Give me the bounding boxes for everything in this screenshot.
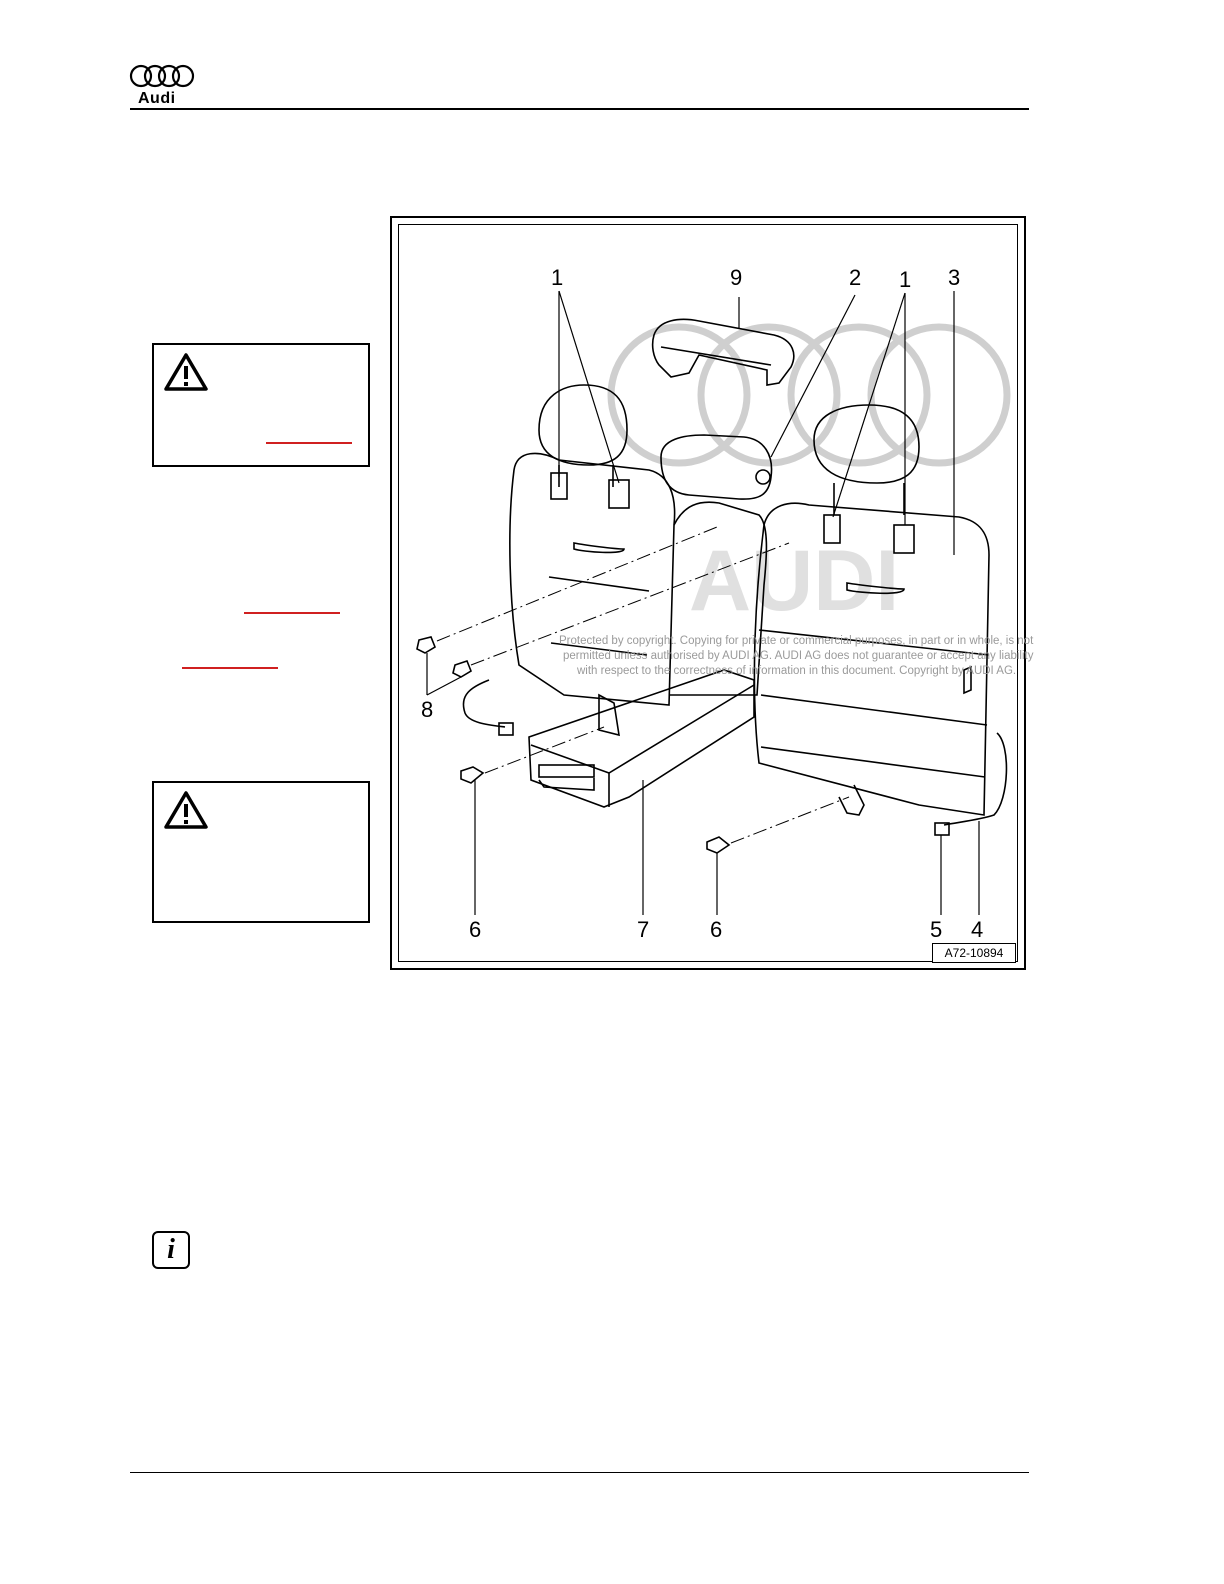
right-seat-back xyxy=(753,502,990,816)
bolt-left xyxy=(460,766,485,784)
figure-reference-code: A72-10894 xyxy=(932,943,1016,963)
copyright-watermark-line: with respect to the correctness of infor… xyxy=(577,665,1017,677)
callout-6: 6 xyxy=(469,917,481,942)
callout-1: 1 xyxy=(899,267,911,292)
warning-box xyxy=(152,781,370,923)
audi-rings-icon xyxy=(129,64,195,88)
warning-box xyxy=(152,343,370,467)
footer-divider xyxy=(130,1472,1029,1473)
center-armrest xyxy=(528,669,755,808)
callout-7: 7 xyxy=(637,917,649,942)
audi-logo: Audi xyxy=(128,62,198,108)
callout-4: 4 xyxy=(971,917,983,942)
center-backrest xyxy=(669,501,768,696)
warning-triangle-icon xyxy=(164,353,208,391)
info-icon: i xyxy=(152,1231,190,1269)
callout-1: 1 xyxy=(551,265,563,290)
warning-triangle-icon xyxy=(164,791,208,829)
brand-name: Audi xyxy=(138,90,176,107)
seat-illustration: AUDI xyxy=(416,265,1011,942)
left-seat-back xyxy=(509,452,676,706)
nut xyxy=(452,660,472,678)
header-divider xyxy=(130,108,1029,110)
figure-frame: AUDI xyxy=(398,224,1033,963)
callout-9: 9 xyxy=(730,265,742,290)
right-wiring-harness xyxy=(943,732,1008,826)
nut xyxy=(416,636,436,654)
left-headrest xyxy=(538,384,628,466)
callout-2: 2 xyxy=(849,265,861,290)
bolt-right xyxy=(706,836,731,854)
watermark-brand: AUDI xyxy=(689,533,899,629)
rear-seat-exploded-diagram: AUDI xyxy=(390,216,1033,970)
top-cover xyxy=(651,318,795,386)
watermark-rings xyxy=(607,323,1011,467)
cross-reference-link[interactable] xyxy=(266,442,352,444)
callout-8: 8 xyxy=(421,697,433,722)
callout-6: 6 xyxy=(710,917,722,942)
cross-reference-link[interactable] xyxy=(244,612,340,614)
copyright-watermark-line: Protected by copyright. Copying for priv… xyxy=(559,635,1034,647)
left-wiring-harness xyxy=(462,679,506,728)
copyright-watermark-line: permitted unless authorised by AUDI AG. … xyxy=(563,650,1034,662)
callout-3: 3 xyxy=(948,265,960,290)
center-headrest xyxy=(660,434,773,500)
cross-reference-link[interactable] xyxy=(182,667,278,669)
callout-5: 5 xyxy=(930,917,942,942)
